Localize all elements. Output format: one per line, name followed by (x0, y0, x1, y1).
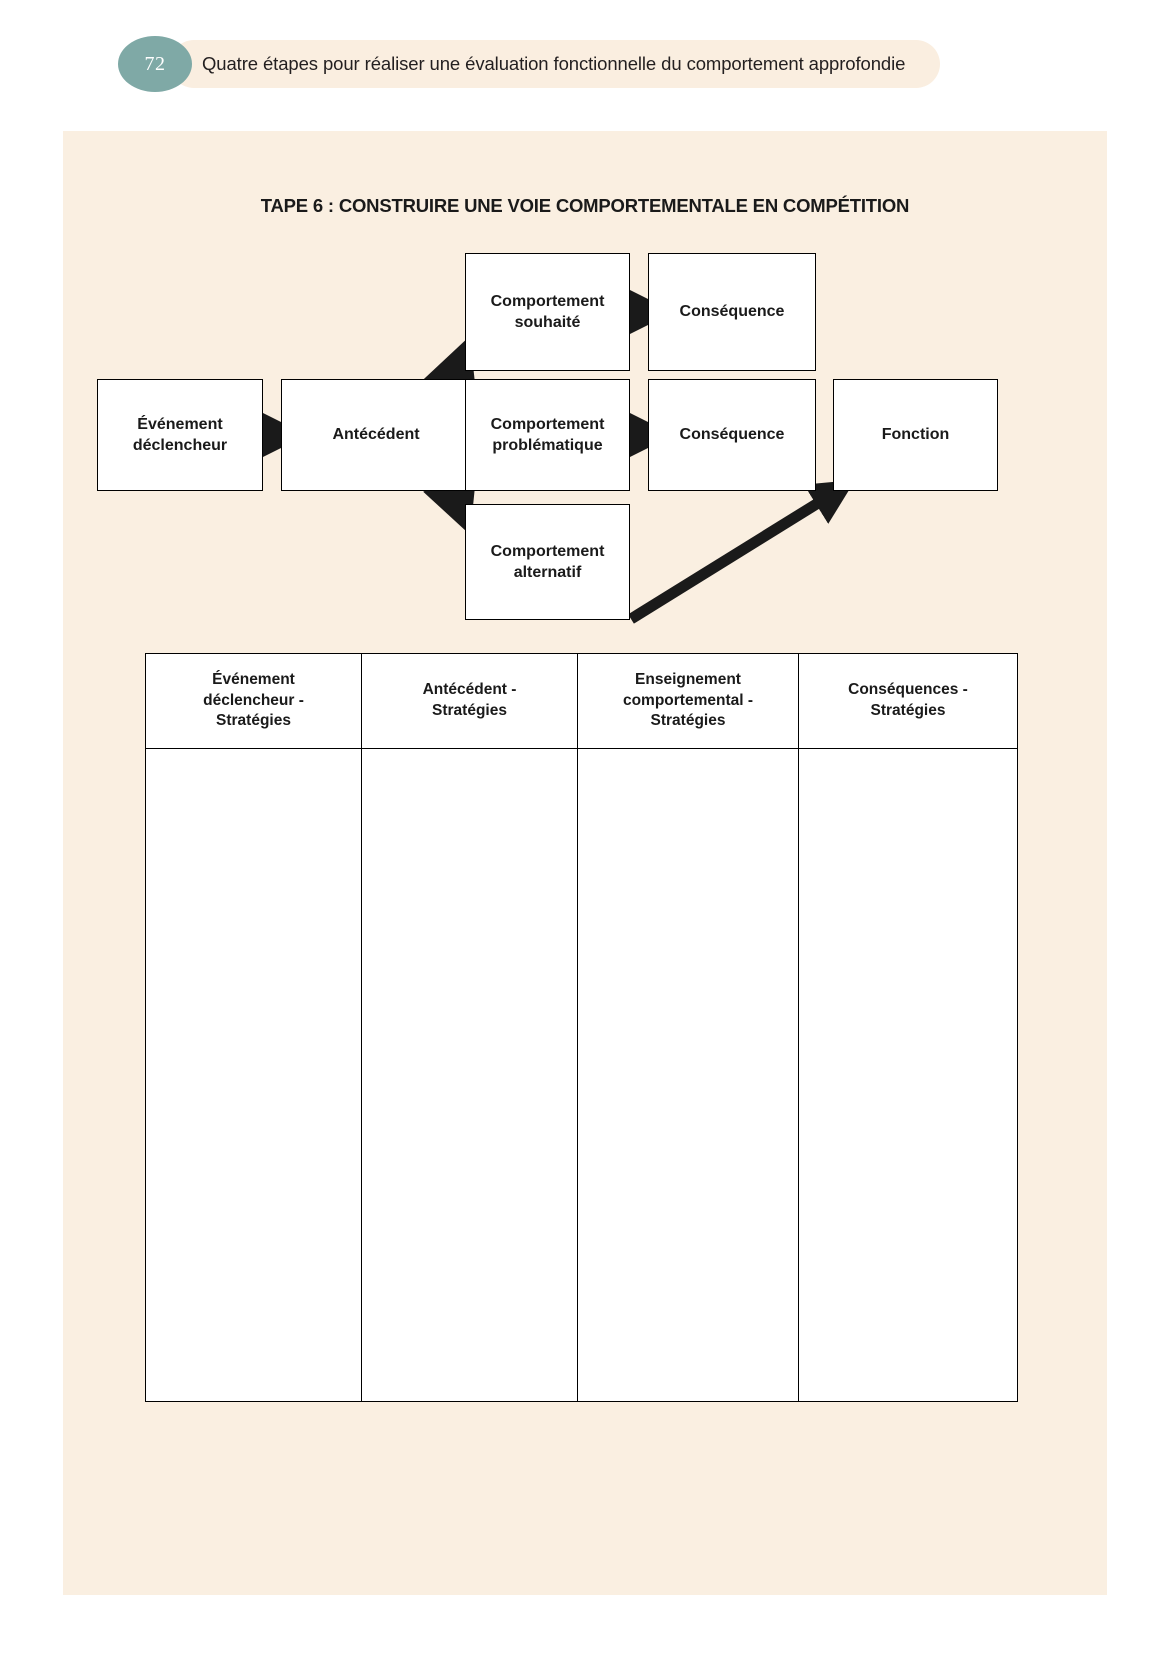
diagram-node-consequence-souhaitee: Conséquence (648, 253, 816, 371)
page-number-badge: 72 (118, 36, 192, 92)
node-line-1: Conséquence (679, 303, 785, 321)
header-line-2: Stratégies (432, 702, 507, 719)
node-line-1: Comportement (490, 415, 605, 433)
table-header-evenement-declencheur-strategies: Événement déclencheur - Stratégies (145, 653, 362, 749)
node-line-1: Événement (137, 415, 223, 433)
table-header-antecedent-strategies: Antécédent - Stratégies (361, 653, 578, 749)
node-line-1: Comportement (490, 542, 605, 560)
header-line-1: Événement (212, 670, 295, 688)
node-line-1: Antécédent (332, 426, 420, 444)
node-line-2: alternatif (513, 564, 582, 581)
table-header-enseignement-comportemental-strategies: Enseignement comportemental - Stratégies (577, 653, 799, 749)
diagram-node-comportement-alternatif: Comportement alternatif (465, 504, 630, 620)
diagram-node-comportement-problematique: Comportement problématique (465, 379, 630, 491)
page-number: 72 (144, 52, 166, 75)
header-line-1: Antécédent - (422, 681, 517, 699)
diagram-node-fonction: Fonction (833, 379, 998, 491)
node-line-2: problématique (492, 437, 603, 454)
table-cell-evenement-declencheur-strategies[interactable] (145, 748, 362, 1402)
diagram-node-consequence-problematique: Conséquence (648, 379, 816, 491)
table-cell-consequences-strategies[interactable] (798, 748, 1018, 1402)
node-line-1: Fonction (881, 426, 950, 444)
table-header-row: Événement déclencheur - Stratégies Antéc… (145, 653, 1018, 749)
diagram-node-comportement-souhaite: Comportement souhaité (465, 253, 630, 371)
node-line-2: déclencheur (132, 437, 228, 454)
header-line-3: Stratégies (216, 712, 291, 730)
node-line-1: Conséquence (679, 426, 785, 444)
header-line-2: comportemental - (622, 691, 754, 709)
section-title: TAPE 6 : CONSTRUIRE UNE VOIE COMPORTEMEN… (260, 195, 910, 216)
header-line-1: Conséquences - (848, 681, 968, 699)
header-line-2: déclencheur - (203, 691, 304, 709)
diagram-node-evenement-declencheur: Événement déclencheur (97, 379, 263, 491)
header-line-3: Stratégies (650, 712, 726, 730)
header-band (170, 40, 940, 88)
table-cell-antecedent-strategies[interactable] (361, 748, 578, 1402)
table-row (145, 748, 1018, 1402)
running-header: 72 Quatre étapes pour réaliser une évalu… (110, 36, 940, 92)
node-line-2: souhaité (514, 314, 581, 331)
strategies-table: Événement déclencheur - Stratégies Antéc… (145, 653, 1018, 1402)
diagram-node-antecedent: Antécédent (281, 379, 471, 491)
content-panel: TAPE 6 : CONSTRUIRE UNE VOIE COMPORTEMEN… (63, 131, 1107, 1595)
table-header-consequences-strategies: Conséquences - Stratégies (798, 653, 1018, 749)
header-line-1: Enseignement (635, 670, 741, 688)
table-cell-enseignement-comportemental-strategies[interactable] (577, 748, 799, 1402)
running-title: Quatre étapes pour réaliser une évaluati… (202, 53, 906, 74)
header-line-2: Stratégies (870, 702, 946, 719)
node-line-1: Comportement (490, 292, 605, 310)
